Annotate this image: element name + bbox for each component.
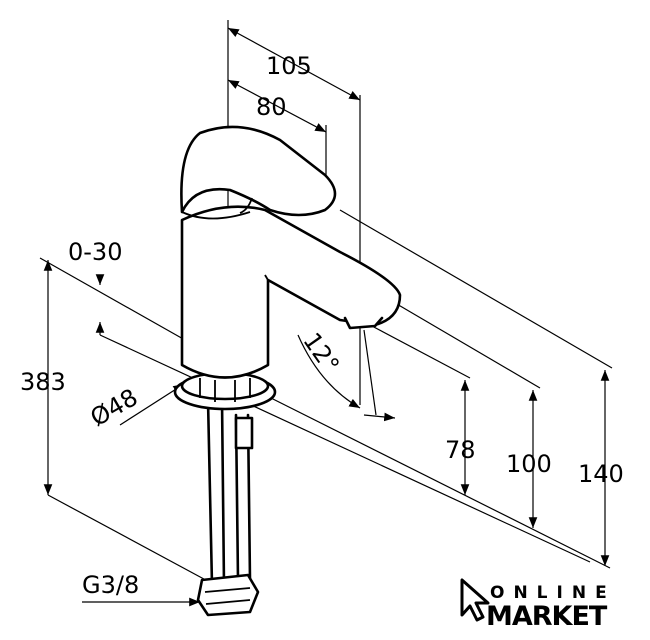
- cursor-icon: [460, 578, 490, 622]
- dim-140-label: 140: [578, 460, 624, 488]
- dimension-lines: [39, 20, 613, 607]
- dim-105-label: 105: [266, 52, 312, 80]
- dim-80-label: 80: [256, 93, 287, 121]
- online-market-logo: ONLINE MARKET: [460, 578, 616, 632]
- dim-diameter-label: Ø48: [86, 383, 143, 432]
- dim-383-label: 383: [20, 368, 66, 396]
- dim-thread-label: G3/8: [82, 571, 139, 599]
- dim-angle-label: 12°: [297, 327, 344, 378]
- logo-text-market: MARKET: [486, 601, 608, 632]
- faucet-outline: [173, 125, 402, 617]
- dim-78-label: 78: [445, 436, 476, 464]
- logo-text-online: ONLINE: [490, 583, 616, 603]
- dim-swivel-label: 0-30: [68, 238, 122, 266]
- dim-100-label: 100: [506, 450, 552, 478]
